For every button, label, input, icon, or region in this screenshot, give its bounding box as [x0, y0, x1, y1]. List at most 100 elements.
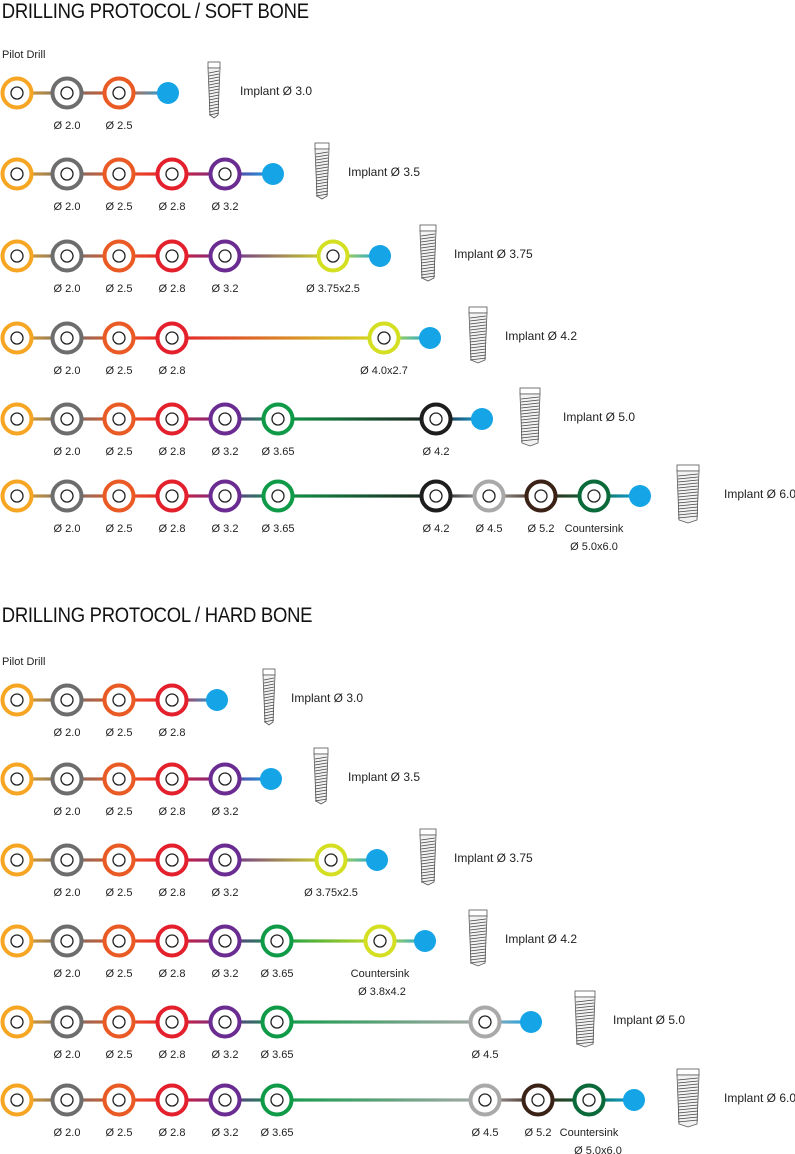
drill-connector	[119, 1098, 172, 1102]
drill-d25-circle	[102, 239, 136, 273]
drill-label: Ø 2.8	[159, 201, 186, 213]
drill-label: Countersink	[565, 523, 624, 535]
drill-pilot-circle	[0, 76, 34, 110]
implant-icon	[314, 142, 330, 200]
drill-center	[218, 772, 232, 786]
drill-center	[165, 489, 179, 503]
implant-thread	[314, 786, 328, 790]
drill-center	[218, 934, 232, 948]
implant-thread	[263, 698, 275, 702]
drill-center	[60, 772, 74, 786]
drill-center	[60, 693, 74, 707]
implant-thread	[575, 1041, 595, 1045]
implant-thread	[314, 792, 328, 796]
drill-d20-circle	[50, 157, 84, 191]
drill-label: Ø 4.5	[472, 1127, 499, 1139]
drill-d28-circle	[155, 683, 189, 717]
implant-thread	[420, 272, 436, 276]
drill-d25-circle	[102, 924, 136, 958]
implant-head	[468, 306, 488, 314]
implant-thread	[575, 1029, 595, 1033]
drill-connector	[17, 336, 67, 340]
drill-connector	[17, 494, 67, 498]
implant-thread	[520, 411, 540, 415]
implant-thread	[575, 1011, 595, 1015]
drill-connector	[225, 172, 273, 176]
drill-center	[429, 412, 443, 426]
implant-thread	[420, 233, 436, 237]
drill-d25-circle	[102, 321, 136, 355]
drill-center	[112, 249, 126, 263]
end-marker-dot	[629, 485, 651, 507]
implant-thread	[315, 193, 329, 197]
drill-d28-circle	[155, 924, 189, 958]
implant-thread	[420, 242, 436, 246]
implant-thread	[263, 713, 275, 717]
implant-thread	[263, 683, 275, 687]
drill-connector	[172, 1098, 225, 1102]
drill-center	[218, 1093, 232, 1107]
implant-thread	[420, 236, 436, 240]
drill-label: Ø 3.75x2.5	[306, 283, 360, 295]
implant-thread	[315, 184, 329, 188]
drill-label-2: Ø 3.8x4.2	[358, 986, 406, 998]
implant-thread	[469, 354, 487, 358]
hard-pilot-drill-label: Pilot Drill	[2, 656, 45, 668]
implant-thread	[677, 1077, 699, 1081]
drill-label: Ø 5.2	[528, 523, 555, 535]
drill-d20-circle	[50, 479, 84, 513]
drill-d32-circle	[208, 402, 242, 436]
drill-connector	[436, 417, 482, 421]
drill-label: Ø 4.2	[423, 446, 450, 458]
drill-d20-circle	[50, 762, 84, 796]
drill-center	[112, 489, 126, 503]
implant-thread	[263, 716, 275, 720]
implant-thread	[677, 1110, 699, 1114]
drill-connector	[225, 777, 271, 781]
drill-label: Ø 3.2	[212, 968, 239, 980]
drill-center	[218, 167, 232, 181]
implant-thread	[263, 692, 275, 696]
drill-connector	[225, 939, 277, 943]
implant-thread	[315, 160, 329, 164]
drill-center	[60, 934, 74, 948]
drill-label: Ø 3.2	[212, 201, 239, 213]
drill-d375x25-circle	[314, 843, 348, 877]
drill-center	[60, 1015, 74, 1029]
drill-connector	[119, 777, 172, 781]
implant-thread	[677, 479, 699, 483]
drill-center	[534, 489, 548, 503]
implant-thread	[420, 876, 436, 880]
drill-d25-circle	[102, 402, 136, 436]
implant-thread	[420, 867, 436, 871]
implant-thread	[575, 1005, 595, 1009]
drill-center	[112, 693, 126, 707]
implant-thread	[469, 345, 487, 349]
drill-connector	[119, 91, 168, 95]
implant-thread	[208, 109, 220, 113]
implant-thread	[208, 112, 220, 116]
drill-connector	[172, 939, 225, 943]
implant-thread	[677, 482, 699, 486]
drill-d25-circle	[102, 843, 136, 877]
implant-label: Implant Ø 3.75	[454, 247, 533, 261]
drill-center	[165, 167, 179, 181]
implant-thread	[677, 476, 699, 480]
drill-d40x27-circle	[367, 321, 401, 355]
drill-connector	[119, 858, 172, 862]
drill-label: Ø 3.2	[212, 1127, 239, 1139]
implant-icon	[676, 464, 700, 524]
drill-pilot-circle	[0, 321, 34, 355]
drill-connector	[225, 858, 331, 862]
drill-pilot-circle	[0, 1083, 34, 1117]
implant-thread	[263, 695, 275, 699]
drill-connector	[541, 494, 594, 498]
drill-center	[531, 1093, 545, 1107]
implant-thread	[520, 417, 540, 421]
implant-thread	[315, 169, 329, 173]
drill-connector	[67, 1020, 119, 1024]
